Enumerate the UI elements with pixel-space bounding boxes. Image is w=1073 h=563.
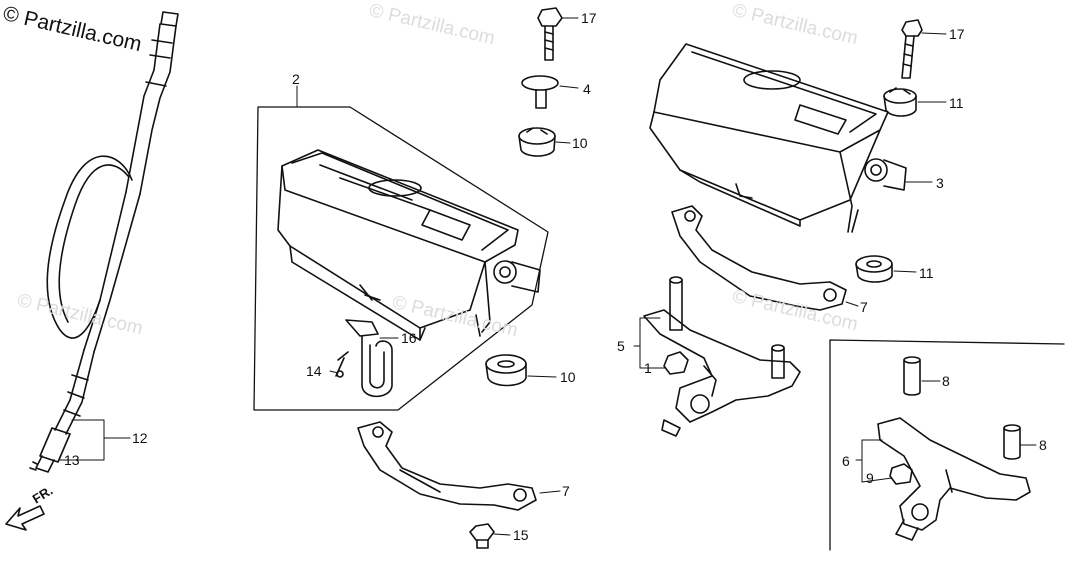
callout-7-right: 7 [860, 299, 868, 315]
callout-11-lower: 11 [919, 265, 934, 281]
callout-6: 6 [842, 453, 850, 469]
speedometer-assembly [253, 106, 549, 411]
front-direction-arrow [5, 505, 45, 531]
callout-9: 9 [866, 470, 874, 486]
bracket-7-lower [357, 421, 537, 511]
bracket-7-right [671, 205, 847, 311]
callout-10-lower: 10 [560, 369, 576, 385]
callout-15: 15 [513, 527, 529, 543]
bolt-17-right [901, 19, 923, 79]
washer-4 [521, 75, 559, 109]
callout-4: 4 [583, 81, 591, 97]
leader-lines [59, 17, 1037, 536]
tachometer-assembly [649, 43, 907, 233]
pin-8-upper [903, 356, 921, 396]
callout-13: 13 [64, 452, 80, 468]
callout-16: 16 [401, 330, 417, 346]
callout-8-upper: 8 [942, 373, 950, 389]
callout-1: 1 [644, 360, 652, 376]
callout-10-upper: 10 [572, 135, 588, 151]
speedometer-cable [29, 11, 179, 473]
inset-box [829, 339, 1065, 551]
callout-3: 3 [936, 175, 944, 191]
callout-5: 5 [617, 338, 625, 354]
grommet-10-lower [485, 354, 527, 387]
bracket-assembly-6 [877, 417, 1031, 541]
callout-14: 14 [306, 363, 322, 379]
callout-17-right: 17 [949, 26, 965, 42]
callout-7-lower: 7 [562, 483, 570, 499]
bulb-socket [335, 319, 393, 398]
grommet-11-upper [883, 87, 917, 117]
callout-8-lower: 8 [1039, 437, 1047, 453]
pin-8-lower [1003, 424, 1021, 460]
callout-2: 2 [292, 71, 300, 87]
grommet-11-lower [855, 255, 893, 283]
bracket-assembly-5 [643, 276, 801, 437]
nut-15 [469, 523, 495, 549]
callout-12: 12 [132, 430, 148, 446]
grommet-10-upper [518, 127, 556, 157]
callout-11-upper: 11 [949, 95, 964, 111]
bolt-17-center [537, 7, 563, 61]
callout-17-center: 17 [581, 10, 597, 26]
front-direction-label: FR. [30, 483, 56, 507]
